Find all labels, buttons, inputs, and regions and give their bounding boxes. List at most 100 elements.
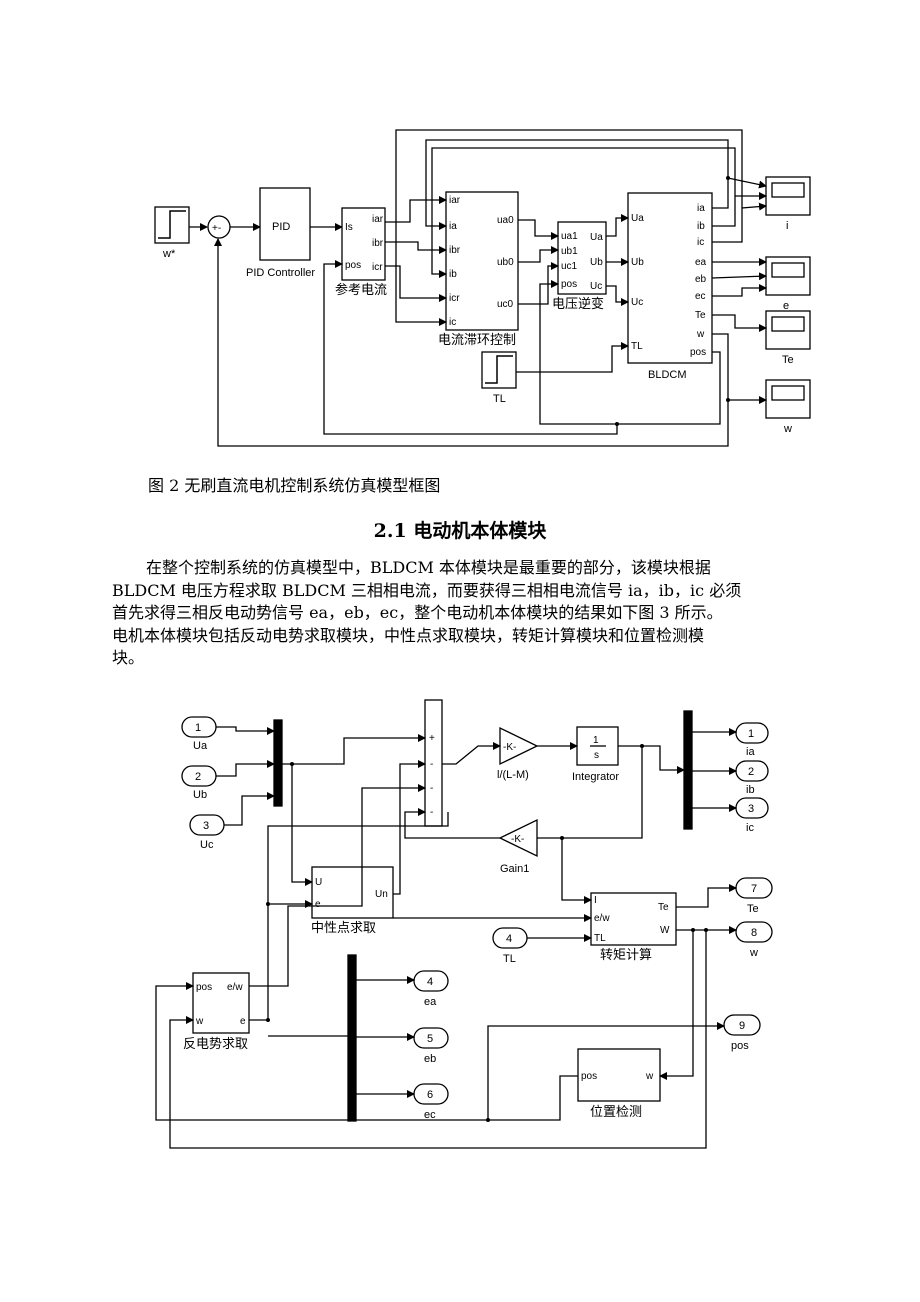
section-heading: 2.1 电动机本体模块: [373, 520, 547, 542]
outport-name: ic: [746, 822, 754, 834]
hys-in: ib: [449, 269, 457, 280]
outport-ic: [735, 797, 769, 819]
torque-in: I: [594, 895, 597, 906]
outport-name: pos: [731, 1040, 749, 1052]
inport-name: Ub: [193, 789, 207, 801]
hys-in: ia: [449, 221, 457, 232]
outport-num: 5: [427, 1033, 433, 1045]
outport-eb: [413, 1027, 449, 1049]
hys-in: ibr: [449, 245, 461, 256]
inv-out: Ua: [590, 232, 603, 243]
pid-label: PID: [272, 221, 290, 233]
gain1: [498, 818, 538, 858]
gain1-text: -K-: [511, 834, 524, 845]
inport-name: Uc: [200, 839, 214, 851]
outport-pos: [723, 1014, 761, 1036]
outport-name: ia: [746, 746, 755, 758]
sum-sign: +: [429, 733, 435, 744]
inport-name: TL: [503, 953, 516, 965]
integrator-num: 1: [593, 735, 599, 746]
scope-label: i: [786, 220, 788, 232]
ref-out2: ibr: [372, 238, 384, 249]
outport-num: 3: [748, 803, 754, 815]
figure1-diagram: +- w* PID PID Controller Is pos iar ibr …: [154, 129, 811, 447]
figure1-caption: 图 2 无刷直流电机控制系统仿真模型框图: [148, 476, 441, 495]
gain1-caption: Gain1: [500, 863, 529, 875]
pid-block: [259, 187, 311, 261]
neutral-caption: 中性点求取: [311, 920, 376, 935]
scope-label: e: [783, 300, 789, 312]
outport-name: w: [749, 947, 758, 959]
paragraph-line: 块。: [112, 648, 145, 667]
bldcm-out: ea: [695, 257, 707, 268]
tl-label: TL: [493, 393, 506, 405]
outport-num: 4: [427, 976, 433, 988]
inv-out: Ub: [590, 257, 603, 268]
hys-out: ua0: [497, 215, 514, 226]
sum-sign: -: [430, 783, 433, 794]
ref-in2: pos: [345, 260, 361, 271]
inport-num: 4: [506, 933, 512, 945]
mux-bar: [273, 719, 283, 807]
integrator-den: s: [594, 750, 599, 761]
neutral-block: [311, 866, 394, 919]
paragraph-line: 在整个控制系统的仿真模型中，BLDCM 本体模块是最重要的部分，该模块根据: [146, 558, 711, 577]
outport-num: 9: [739, 1020, 745, 1032]
inverter-block: [557, 221, 607, 295]
emf-out: e: [240, 1016, 246, 1027]
hys-caption: 电流滞环控制: [438, 332, 516, 347]
integrator-caption: Integrator: [572, 771, 619, 783]
neutral-in: U: [315, 877, 322, 888]
torque-out: Te: [658, 902, 669, 913]
bldcm-out: ia: [697, 203, 705, 214]
inv-in: ua1: [561, 231, 578, 242]
outport-name: ea: [424, 996, 437, 1008]
demux-bar: [347, 954, 357, 1122]
bldcm-block: [627, 192, 713, 364]
outport-ec: [413, 1083, 449, 1105]
outport-ea: [413, 970, 449, 992]
bldcm-out: ib: [697, 221, 705, 232]
hys-in: icr: [449, 293, 460, 304]
position-out: w: [645, 1071, 654, 1082]
neutral-in: e: [315, 899, 321, 910]
inport-uc: [189, 814, 225, 836]
emf-in: w: [195, 1016, 204, 1027]
ref-out3: icr: [372, 262, 383, 273]
bldcm-caption: BLDCM: [648, 369, 687, 381]
outport-name: ib: [746, 784, 755, 796]
ref-out1: iar: [372, 214, 384, 225]
emf-in: pos: [196, 982, 212, 993]
paragraph-line: 首先求得三相反电动势信号 ea，eb，ec，整个电动机本体模块的结果如下图 3 …: [112, 603, 723, 622]
torque-in: e/w: [594, 913, 610, 924]
hys-out: ub0: [497, 257, 514, 268]
integrator-block: [576, 726, 619, 766]
gain-text: -K-: [503, 742, 516, 753]
gain-caption: l/(L-M): [497, 769, 529, 781]
sum-sign: -: [430, 807, 433, 818]
outport-name: ec: [424, 1109, 436, 1121]
position-in: pos: [581, 1071, 597, 1082]
outport-name: Te: [747, 903, 759, 915]
bldcm-in: Ub: [631, 257, 644, 268]
scope-label: w: [783, 423, 792, 435]
step-source-block: [154, 206, 190, 244]
torque-block: [590, 892, 677, 946]
hysteresis-block: [445, 191, 519, 331]
bldcm-in: Uc: [631, 297, 643, 308]
hys-in: ic: [449, 317, 456, 328]
source-label: w*: [162, 248, 176, 260]
bldcm-out: ec: [695, 291, 706, 302]
inport-ua: [181, 716, 217, 738]
outport-num: 1: [748, 728, 754, 740]
paragraph-line: 电机本体模块包括反动电势求取模块，中性点求取模块，转矩计算模块和位置检测模: [112, 625, 705, 645]
inport-num: 2: [195, 771, 201, 783]
emf-block: [192, 972, 250, 1034]
gain-main: [499, 726, 539, 766]
inport-name: Ua: [193, 740, 208, 752]
outport-ia: [735, 722, 769, 744]
pid-caption: PID Controller: [246, 267, 315, 279]
sum-block-2: [424, 699, 443, 827]
outport-num: 7: [751, 883, 757, 895]
torque-in: TL: [594, 933, 606, 944]
